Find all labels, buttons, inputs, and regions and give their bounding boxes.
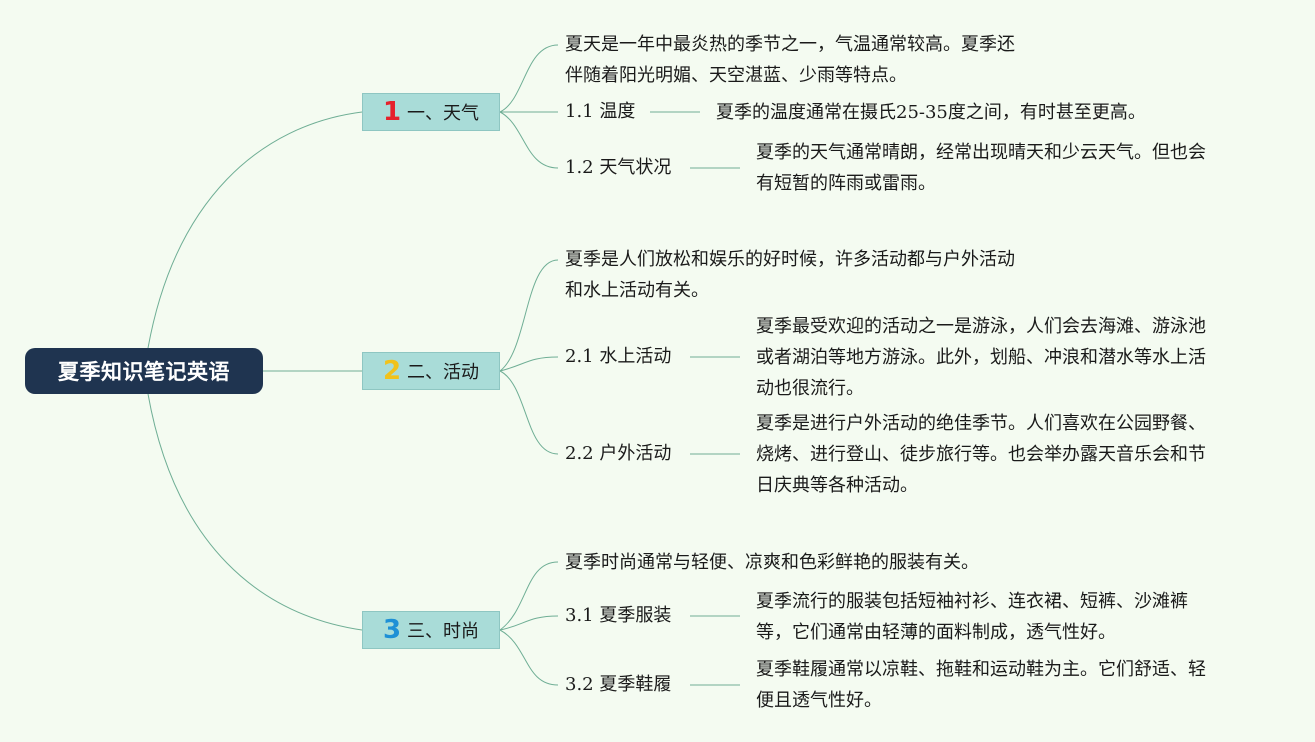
detail-summer-clothing: 夏季流行的服装包括短袖衬衫、连衣裙、短裤、沙滩裤 等，它们通常由轻薄的面料制成，… (756, 586, 1188, 648)
subtopic-temperature[interactable]: 1.1 温度 (565, 101, 636, 122)
text-line: 夏季是进行户外活动的绝佳季节。人们喜欢在公园野餐、 (756, 413, 1206, 434)
text-line: 夏季流行的服装包括短袖衬衫、连衣裙、短裤、沙滩裤 (756, 591, 1188, 612)
detail-weather-conditions: 夏季的天气通常晴朗，经常出现晴天和少云天气。但也会 有短暂的阵雨或雷雨。 (756, 137, 1206, 199)
branch-number: 1 (382, 97, 402, 127)
text-line: 等，它们通常由轻薄的面料制成，透气性好。 (756, 622, 1116, 643)
branch-fashion[interactable]: 3 三、时尚 (362, 611, 500, 649)
subtopic-summer-clothing[interactable]: 3.1 夏季服装 (565, 605, 672, 626)
branch-weather[interactable]: 1 一、天气 (362, 93, 500, 131)
root-topic[interactable]: 夏季知识笔记英语 (25, 348, 263, 394)
text-line: 夏季最受欢迎的活动之一是游泳，人们会去海滩、游泳池 (756, 316, 1206, 337)
text-line: 夏天是一年中最炎热的季节之一，气温通常较高。夏季还 (565, 34, 1015, 55)
connector-fashion-intro (499, 561, 559, 631)
connector-weather-conditions (499, 111, 559, 169)
connector-root-fashion (147, 393, 363, 631)
text-line: 伴随着阳光明媚、天空湛蓝、少雨等特点。 (565, 65, 907, 86)
connector-activities-outdoor (499, 370, 559, 455)
text-line: 夏季时尚通常与轻便、凉爽和色彩鲜艳的服装有关。 (565, 552, 979, 573)
branch-number: 2 (382, 356, 402, 386)
subtopic-water-activities[interactable]: 2.1 水上活动 (565, 346, 672, 367)
text-line: 和水上活动有关。 (565, 280, 709, 301)
intro-weather: 夏天是一年中最炎热的季节之一，气温通常较高。夏季还 伴随着阳光明媚、天空湛蓝、少… (565, 29, 1015, 91)
text-line: 动也很流行。 (756, 378, 864, 399)
text-line: 夏季的天气通常晴朗，经常出现晴天和少云天气。但也会 (756, 142, 1206, 163)
subtopic-outdoor-activities[interactable]: 2.2 户外活动 (565, 443, 672, 464)
text-line: 夏季是人们放松和娱乐的好时候，许多活动都与户外活动 (565, 249, 1015, 270)
detail-water-activities: 夏季最受欢迎的活动之一是游泳，人们会去海滩、游泳池 或者湖泊等地方游泳。此外，划… (756, 311, 1206, 404)
connector-weather-intro (499, 44, 559, 113)
connector-fashion-clothing (499, 615, 559, 631)
branch-activities[interactable]: 2 二、活动 (362, 352, 500, 390)
text-line: 便且透气性好。 (756, 690, 882, 711)
text-line: 夏季鞋履通常以凉鞋、拖鞋和运动鞋为主。它们舒适、轻 (756, 659, 1206, 680)
subtopic-summer-footwear[interactable]: 3.2 夏季鞋履 (565, 674, 672, 695)
subtopic-weather-conditions[interactable]: 1.2 天气状况 (565, 157, 672, 178)
detail-outdoor-activities: 夏季是进行户外活动的绝佳季节。人们喜欢在公园野餐、 烧烤、进行登山、徒步旅行等。… (756, 408, 1206, 501)
text-line: 日庆典等各种活动。 (756, 475, 918, 496)
text-line: 或者湖泊等地方游泳。此外，划船、冲浪和潜水等水上活 (756, 347, 1206, 368)
intro-fashion: 夏季时尚通常与轻便、凉爽和色彩鲜艳的服装有关。 (565, 547, 979, 578)
intro-activities: 夏季是人们放松和娱乐的好时候，许多活动都与户外活动 和水上活动有关。 (565, 244, 1015, 306)
connector-root-weather (147, 111, 363, 349)
branch-label: 三、时尚 (407, 621, 480, 642)
branch-label: 一、天气 (407, 103, 480, 124)
root-topic-label: 夏季知识笔记英语 (58, 360, 230, 384)
connector-fashion-footwear (499, 629, 559, 686)
text-line: 夏季的温度通常在摄氏25-35度之间，有时甚至更高。 (716, 102, 1146, 123)
text-line: 烧烤、进行登山、徒步旅行等。也会举办露天音乐会和节 (756, 444, 1206, 465)
text-line: 有短暂的阵雨或雷雨。 (756, 173, 936, 194)
detail-temperature: 夏季的温度通常在摄氏25-35度之间，有时甚至更高。 (716, 97, 1146, 128)
detail-summer-footwear: 夏季鞋履通常以凉鞋、拖鞋和运动鞋为主。它们舒适、轻 便且透气性好。 (756, 654, 1206, 716)
connector-activities-intro (499, 259, 559, 372)
branch-label: 二、活动 (407, 362, 480, 383)
branch-number: 3 (382, 615, 402, 645)
connector-activities-water (499, 356, 559, 372)
